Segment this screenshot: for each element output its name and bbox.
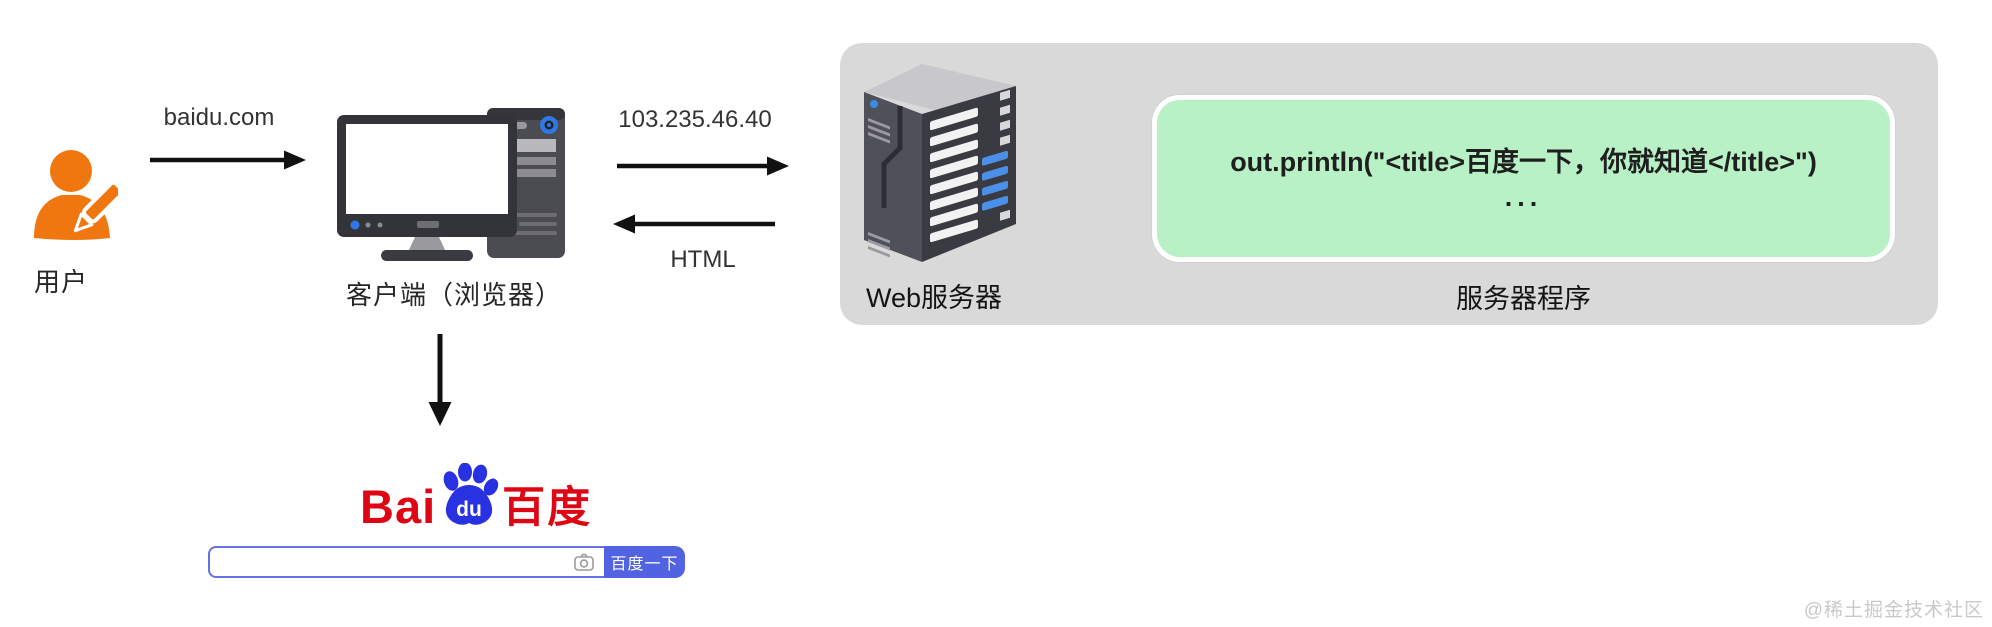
user-label: 用户	[34, 267, 89, 297]
response-html-label: HTML	[670, 246, 736, 273]
request-domain-label: baidu.com	[163, 104, 275, 131]
client-label: 客户端（浏览器）	[345, 280, 562, 310]
watermark: @稀土掘金技术社区	[1803, 600, 1984, 621]
baidu-logo-du-text: du	[456, 498, 482, 521]
client-computer-icon	[335, 100, 567, 267]
baidu-search-bar: 百度一下	[208, 546, 685, 578]
arrow-right-request-icon	[148, 144, 306, 181]
web-server-label: Web服务器	[866, 283, 1003, 313]
web-server-icon	[860, 58, 1020, 275]
baidu-paw-icon: du	[438, 462, 500, 532]
camera-icon[interactable]	[574, 553, 594, 571]
request-ip-label: 103.235.46.40	[618, 106, 772, 133]
baidu-logo-bai-text: Bai	[360, 480, 437, 534]
arrow-right-ip-icon	[613, 150, 793, 187]
code-line-println: out.println("<title>百度一下，你就知道</title>")	[1230, 147, 1817, 177]
baidu-search-input[interactable]	[208, 546, 604, 578]
user-person-icon	[26, 146, 125, 247]
baidu-logo-cn-text: 百度	[502, 484, 593, 532]
server-program-label: 服务器程序	[1456, 284, 1591, 314]
baidu-logo: Bai du 百度	[360, 458, 592, 530]
baidu-search-button[interactable]: 百度一下	[604, 546, 685, 578]
arrow-down-render-icon	[415, 332, 465, 433]
arrow-left-html-icon	[609, 208, 779, 245]
code-line-ellipsis: ...	[1504, 182, 1543, 212]
server-program-code-box	[1152, 95, 1895, 262]
